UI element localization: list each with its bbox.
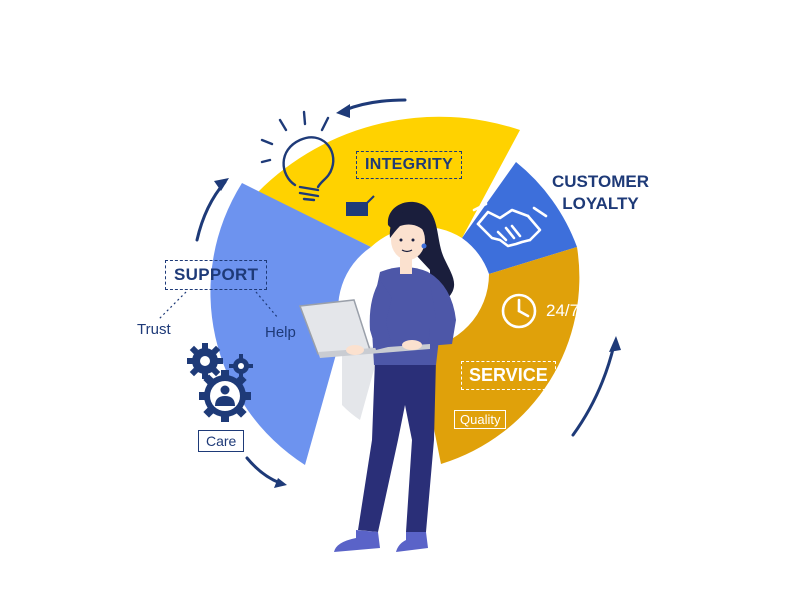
customer-loyalty-segment	[462, 162, 577, 274]
person-gear-icon	[199, 370, 251, 422]
clock-24-7-label: 24/7	[546, 301, 580, 320]
legs	[358, 360, 436, 532]
arrow-head-top	[336, 104, 350, 118]
arrow-bottom-left	[245, 456, 282, 485]
flag-marker	[346, 202, 368, 216]
left-hand	[346, 345, 364, 355]
customer-loyalty-line1: CUSTOMER	[552, 172, 649, 191]
flag-pole	[365, 195, 375, 205]
right-hand	[402, 340, 422, 350]
customer-loyalty-line2: LOYALTY	[562, 194, 639, 213]
support-label: SUPPORT	[165, 260, 268, 290]
woman-with-laptop	[298, 201, 456, 552]
handshake-icon	[472, 202, 548, 248]
customer-loyalty-label: CUSTOMER LOYALTY	[552, 171, 649, 215]
arrow-head-right	[609, 336, 621, 352]
arrow-top	[343, 98, 407, 112]
quality-label: Quality	[454, 410, 507, 429]
arrow-head-left	[214, 178, 229, 191]
clock-icon	[501, 293, 537, 329]
neck	[400, 258, 412, 274]
service-label: SERVICE	[461, 361, 556, 390]
integrity-segment	[258, 116, 520, 247]
face	[391, 220, 425, 260]
support-trust-connector	[157, 291, 187, 321]
lightbulb-icon	[260, 110, 335, 202]
service-segment	[418, 247, 580, 464]
laptop-base	[318, 344, 430, 358]
arrow-right	[571, 343, 616, 437]
right-arm	[428, 272, 456, 346]
left-shoe	[334, 530, 380, 552]
care-label: Care	[198, 430, 245, 452]
integrity-label: INTEGRITY	[356, 151, 463, 179]
arrow-head-bottom-left	[274, 478, 287, 488]
left-arm	[369, 280, 392, 350]
support-help-connector	[255, 291, 279, 319]
help-label: Help	[265, 324, 296, 341]
right-shoe	[396, 532, 428, 552]
earring	[421, 243, 427, 249]
hair-front	[389, 211, 429, 238]
trust-label: Trust	[137, 321, 171, 338]
